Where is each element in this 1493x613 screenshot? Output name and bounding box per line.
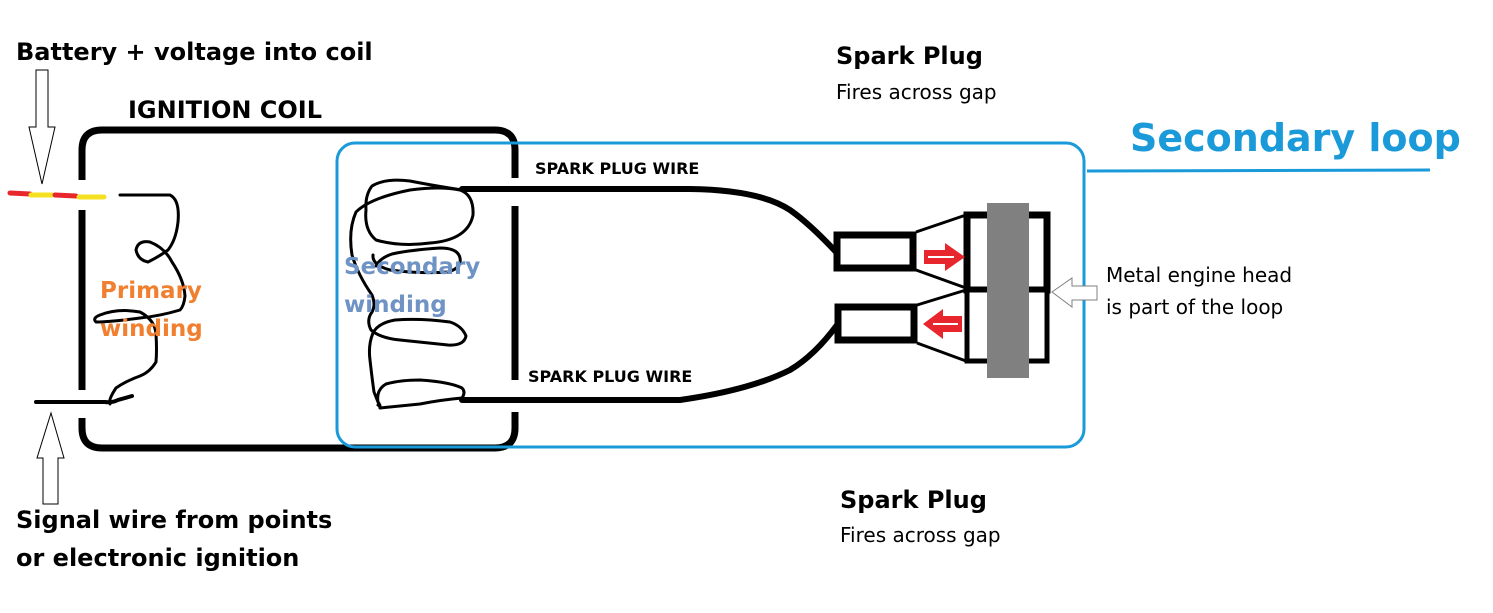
signal-wire-label-line1: Signal wire from points bbox=[16, 506, 333, 534]
arrow-down-icon bbox=[28, 69, 56, 185]
engine-head-label-line1: Metal engine head bbox=[1106, 263, 1293, 287]
spark-plug-tapers bbox=[915, 213, 967, 363]
ignition-coil-title: IGNITION COIL bbox=[128, 96, 323, 124]
primary-winding-label-line2: winding bbox=[100, 316, 203, 342]
spark-plug-bottom-title: Spark Plug bbox=[840, 486, 987, 514]
secondary-loop-title: Secondary loop bbox=[1130, 116, 1461, 160]
spark-plug-wire-bottom-label: SPARK PLUG WIRE bbox=[528, 367, 693, 386]
secondary-winding-label-line2: winding bbox=[344, 292, 447, 318]
signal-wire bbox=[34, 394, 134, 405]
engine-head-metal bbox=[987, 203, 1029, 378]
spark-plug-top-title: Spark Plug bbox=[836, 42, 983, 70]
secondary-winding-label-line1: Secondary bbox=[344, 254, 481, 280]
primary-winding bbox=[93, 193, 187, 406]
signal-wire-label-line2: or electronic ignition bbox=[16, 544, 300, 572]
spark-plug-wire-bottom bbox=[459, 322, 840, 403]
spark-plug-wire-top-label: SPARK PLUG WIRE bbox=[535, 159, 700, 178]
battery-wire bbox=[7, 190, 107, 200]
spark-plug-top-caption: Fires across gap bbox=[836, 80, 997, 104]
primary-winding-label-line1: Primary bbox=[100, 278, 202, 304]
secondary-loop-underline bbox=[1086, 168, 1431, 173]
arrow-up-icon bbox=[36, 411, 65, 505]
spark-plug-wire-top bbox=[459, 186, 840, 256]
spark-plug-bottom-caption: Fires across gap bbox=[840, 523, 1001, 547]
engine-head-label-line2: is part of the loop bbox=[1106, 295, 1284, 319]
arrow-left-icon bbox=[1051, 277, 1098, 308]
spark-plug-bottom-body bbox=[834, 303, 918, 344]
battery-label: Battery + voltage into coil bbox=[16, 38, 373, 66]
secondary-winding-loops bbox=[371, 246, 462, 275]
spark-plug-top-body bbox=[833, 231, 917, 272]
